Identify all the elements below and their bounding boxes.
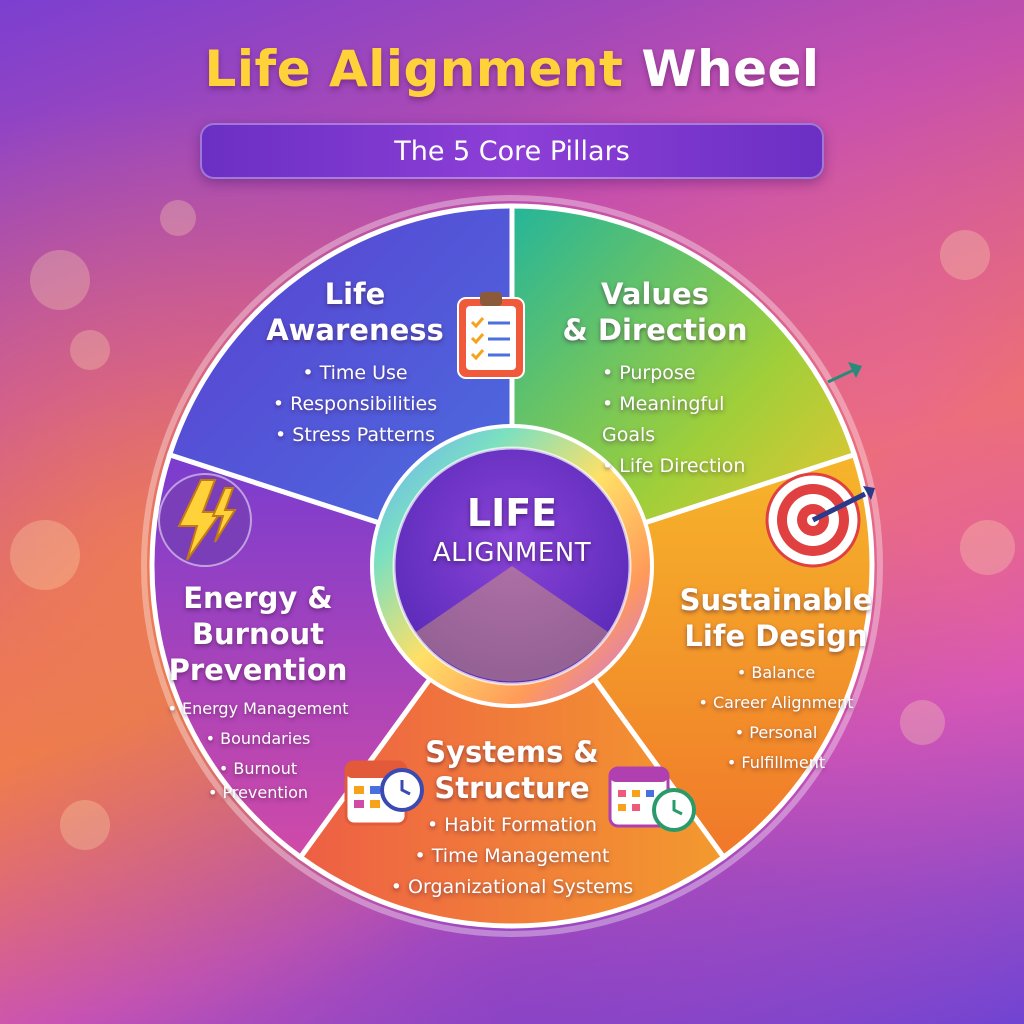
bokeh-dot xyxy=(900,700,945,745)
hub-label-line-1: LIFE xyxy=(466,491,558,535)
list-item: Career Alignment xyxy=(676,688,876,718)
segment-title-line: Burnout xyxy=(191,617,325,651)
list-item: Personal xyxy=(676,718,876,748)
wheel-outer-ring xyxy=(141,195,883,937)
segment-item-list: Purpose Meaningful Goals Life Direction xyxy=(550,358,760,482)
bokeh-dot xyxy=(160,200,196,236)
bokeh-dot xyxy=(10,520,80,590)
lightning-icon xyxy=(158,473,252,567)
list-item: Energy Management xyxy=(158,694,358,724)
list-item: Stress Patterns xyxy=(255,420,455,451)
segment-values-direction-text: Values & Direction Purpose Meaningful Go… xyxy=(550,276,760,482)
hub-rainbow-fan xyxy=(416,566,608,682)
list-item: Organizational Systems xyxy=(362,872,662,903)
hub-label: LIFE ALIGNMENT xyxy=(395,490,629,570)
clipboard-checklist-icon xyxy=(457,292,525,379)
list-item: Life Direction xyxy=(602,451,760,482)
page-title: Life Alignment Wheel xyxy=(0,40,1024,98)
segment-title-line: Life Design xyxy=(684,619,868,653)
bokeh-dot xyxy=(70,330,110,370)
segment-title-line: & Direction xyxy=(562,313,748,347)
list-item: Purpose xyxy=(602,358,760,389)
bokeh-dot xyxy=(60,800,110,850)
segment-item-list: Balance Career Alignment Personal Fulfil… xyxy=(676,658,876,778)
bokeh-dot xyxy=(960,520,1015,575)
list-item: Meaningful Goals xyxy=(602,389,760,451)
list-item: Time Management xyxy=(362,841,662,872)
segment-sustainable-life-design-text: Sustainable Life Design Balance Career A… xyxy=(676,582,876,778)
bokeh-dot xyxy=(940,230,990,280)
bokeh-dot xyxy=(30,250,90,310)
subtitle-banner: The 5 Core Pillars xyxy=(200,123,824,179)
segment-item-list: Habit Formation Time Management Organiza… xyxy=(362,810,662,903)
segment-title-line: Structure xyxy=(434,771,590,805)
segment-title-line: Life xyxy=(324,277,386,311)
list-item: Prevention xyxy=(158,784,358,802)
title-part-2: Wheel xyxy=(641,40,820,98)
segment-title: Sustainable Life Design xyxy=(676,582,876,654)
segment-energy-burnout-text: Energy & Burnout Prevention Energy Manag… xyxy=(158,580,358,802)
hub-label-line-2: ALIGNMENT xyxy=(432,538,592,568)
segment-title: Values & Direction xyxy=(550,276,760,348)
segment-title-line: Values xyxy=(601,277,709,311)
segment-title-line: Systems & xyxy=(425,735,599,769)
hub-center xyxy=(392,446,632,686)
segment-title: Energy & Burnout Prevention xyxy=(158,580,358,688)
segment-title: Systems & Structure xyxy=(362,734,662,806)
segment-title-line: Prevention xyxy=(168,653,348,687)
list-item: Balance xyxy=(676,658,876,688)
list-item: Fulfillment xyxy=(676,748,876,778)
list-item: Habit Formation xyxy=(362,810,662,841)
segment-title-line: Sustainable xyxy=(679,583,873,617)
subtitle-text: The 5 Core Pillars xyxy=(394,135,630,167)
segment-systems-structure-text: Systems & Structure Habit Formation Time… xyxy=(362,734,662,903)
list-item: Responsibilities xyxy=(255,389,455,420)
segment-title: Life Awareness xyxy=(255,276,455,348)
segment-title-line: Awareness xyxy=(266,313,444,347)
arrow-icon xyxy=(827,362,862,384)
segment-life-awareness-text: Life Awareness Time Use Responsibilities… xyxy=(255,276,455,451)
segment-title-line: Energy & xyxy=(183,581,333,615)
segment-item-list: Time Use Responsibilities Stress Pattern… xyxy=(255,358,455,451)
target-icon xyxy=(765,472,875,568)
segment-item-list: Energy Management Boundaries Burnout Pre… xyxy=(158,694,358,802)
list-item: Time Use xyxy=(255,358,455,389)
title-part-1: Life Alignment xyxy=(204,40,624,98)
list-item: Burnout xyxy=(158,754,358,784)
list-item: Boundaries xyxy=(158,724,358,754)
